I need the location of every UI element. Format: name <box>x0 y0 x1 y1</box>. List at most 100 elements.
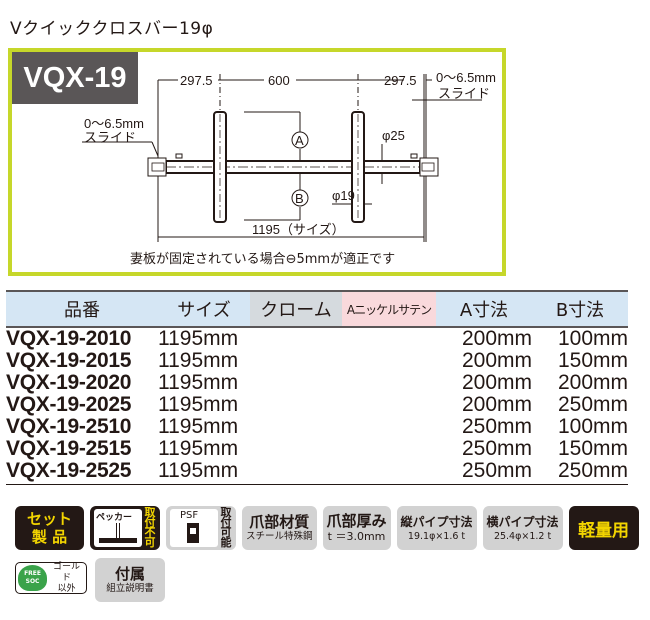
set-product-line1: セット <box>26 510 72 528</box>
cell-chrome <box>250 372 342 394</box>
dim-right-offset: 297.5 <box>384 73 417 88</box>
cell-nickel <box>342 438 436 460</box>
cell-chrome <box>250 460 342 485</box>
table-row: VQX-19-2525 1195mm 250mm 250mm <box>6 460 628 485</box>
cell-size: 1195mm <box>158 437 239 460</box>
cell-a: 250mm <box>436 460 532 485</box>
cell-nickel <box>342 394 436 416</box>
packer-label: ペッカー <box>96 513 133 523</box>
vertical-pipe-diameter: φ19 <box>332 188 355 203</box>
header-size: サイズ <box>158 290 250 328</box>
vertical-pipe-value: 19.1φ×1.6 t <box>407 531 466 542</box>
slide-range-right: 0〜6.5mm <box>436 70 496 85</box>
cell-a: 200mm <box>461 371 532 394</box>
table-row: VQX-19-2010 1195mm 200mm 100mm <box>6 327 628 350</box>
cell-chrome <box>250 350 342 372</box>
horizontal-pipe-badge: 横パイプ寸法 25.4φ×1.2 t <box>482 506 563 550</box>
set-product-badge: セット 製 品 <box>15 506 84 550</box>
cell-b: 100mm <box>557 415 628 438</box>
cell-chrome <box>250 327 342 350</box>
marker-b: B <box>295 191 304 206</box>
accessory-title: 付属 <box>114 565 145 583</box>
cell-nickel <box>342 416 436 438</box>
table-header-row: 品番 サイズ クローム Aニッケルサテン A寸法 B寸法 <box>6 290 628 328</box>
cell-code: VQX-19-2010 <box>6 327 132 350</box>
dim-left-offset: 297.5 <box>180 73 213 88</box>
psf-badge: PSF 取付可能 <box>166 506 236 550</box>
cell-code: VQX-19-2510 <box>6 415 132 438</box>
cell-nickel <box>342 372 436 394</box>
cell-b: 250mm <box>557 393 628 416</box>
cell-nickel <box>342 327 436 350</box>
cell-nickel <box>342 460 436 485</box>
packer-status: 取付不可 <box>144 506 156 549</box>
total-length: 1195（サイズ） <box>252 222 345 237</box>
header-nickel: Aニッケルサテン <box>342 290 436 328</box>
horizontal-pipe-title: 横パイプ寸法 <box>486 515 559 529</box>
cell-a: 250mm <box>461 437 532 460</box>
cell-b: 200mm <box>557 371 628 394</box>
set-product-line2: 製 品 <box>31 528 68 546</box>
claw-thickness-badge: 爪部厚み t ＝3.0mm <box>322 506 391 550</box>
cell-code: VQX-19-2020 <box>6 371 132 394</box>
cell-b: 150mm <box>557 349 628 372</box>
horizontal-pipe-diameter: φ25 <box>382 128 405 143</box>
psf-label: PSF <box>180 510 199 521</box>
model-tag: VQX-19 <box>12 52 138 104</box>
slide-label-left: スライド <box>84 130 136 145</box>
free-soc-text: ゴールド 以外 <box>53 561 81 594</box>
marker-a: A <box>295 133 304 148</box>
cell-a: 250mm <box>461 415 532 438</box>
claw-material-badge: 爪部材質 スチール特殊鋼 <box>242 506 317 550</box>
cell-b: 100mm <box>557 327 628 350</box>
feature-badges: セット 製 品 ペッカー 取付不可 PSF 取付可能 爪部材質 スチール特殊鋼 … <box>15 506 639 550</box>
cell-chrome <box>250 394 342 416</box>
slide-label-right: スライド <box>438 86 490 101</box>
claw-thickness-title: 爪部厚み <box>326 512 387 530</box>
cell-size: 1195mm <box>158 327 239 350</box>
diagram-frame: A B 297.5 600 297.5 0〜6.5mm スライド 0〜6.5mm… <box>8 48 506 276</box>
crossbar-diagram: A B 297.5 600 297.5 0〜6.5mm スライド 0〜6.5mm… <box>82 70 496 242</box>
cell-b: 150mm <box>557 437 628 460</box>
accessory-value: 組立説明書 <box>106 583 154 594</box>
header-a-dim: A寸法 <box>436 290 532 328</box>
header-chrome: クローム <box>250 290 342 328</box>
extra-badges: FREE SOC ゴールド 以外 付属 組立説明書 <box>15 558 165 602</box>
table-row: VQX-19-2025 1195mm 200mm 250mm <box>6 394 628 416</box>
vertical-pipe-title: 縦パイプ寸法 <box>400 515 473 529</box>
vertical-pipe-badge: 縦パイプ寸法 19.1φ×1.6 t <box>396 506 477 550</box>
cell-size: 1195mm <box>158 349 239 372</box>
free-soc-badge: FREE SOC ゴールド 以外 <box>15 562 87 594</box>
spec-table: 品番 サイズ クローム Aニッケルサテン A寸法 B寸法 VQX-19-2010… <box>6 290 628 485</box>
cell-size: 1195mm <box>158 460 250 485</box>
claw-material-title: 爪部材質 <box>249 513 310 531</box>
dim-center: 600 <box>268 73 290 88</box>
cell-code: VQX-19-2525 <box>6 460 158 485</box>
cell-b: 250mm <box>532 460 628 485</box>
psf-icon: PSF <box>170 509 218 547</box>
page-title: Vクイッククロスバー19φ <box>10 19 214 39</box>
psf-status: 取付可能 <box>220 506 232 549</box>
cell-code: VQX-19-2015 <box>6 349 132 372</box>
cell-nickel <box>342 350 436 372</box>
light-duty-badge: 軽量用 <box>568 506 639 550</box>
cell-code: VQX-19-2515 <box>6 437 132 460</box>
cell-a: 200mm <box>461 393 532 416</box>
diagram-note: 妻板が固定されている場合⊖5mmが適正です <box>130 252 396 267</box>
free-soc-logo-icon: FREE SOC <box>18 565 48 591</box>
cell-a: 200mm <box>461 327 532 350</box>
cell-a: 200mm <box>461 349 532 372</box>
table-row: VQX-19-2515 1195mm 250mm 150mm <box>6 438 628 460</box>
cell-chrome <box>250 416 342 438</box>
claw-thickness-value: t ＝3.0mm <box>327 530 386 543</box>
header-code: 品番 <box>6 290 158 328</box>
table-row: VQX-19-2020 1195mm 200mm 200mm <box>6 372 628 394</box>
cell-code: VQX-19-2025 <box>6 393 132 416</box>
table-row: VQX-19-2015 1195mm 200mm 150mm <box>6 350 628 372</box>
cell-chrome <box>250 438 342 460</box>
slide-range-left: 0〜6.5mm <box>84 116 144 131</box>
packer-icon: ペッカー <box>94 509 142 547</box>
horizontal-pipe-value: 25.4φ×1.2 t <box>493 531 552 542</box>
claw-material-value: スチール特殊鋼 <box>246 531 313 542</box>
packer-badge: ペッカー 取付不可 <box>90 506 160 550</box>
